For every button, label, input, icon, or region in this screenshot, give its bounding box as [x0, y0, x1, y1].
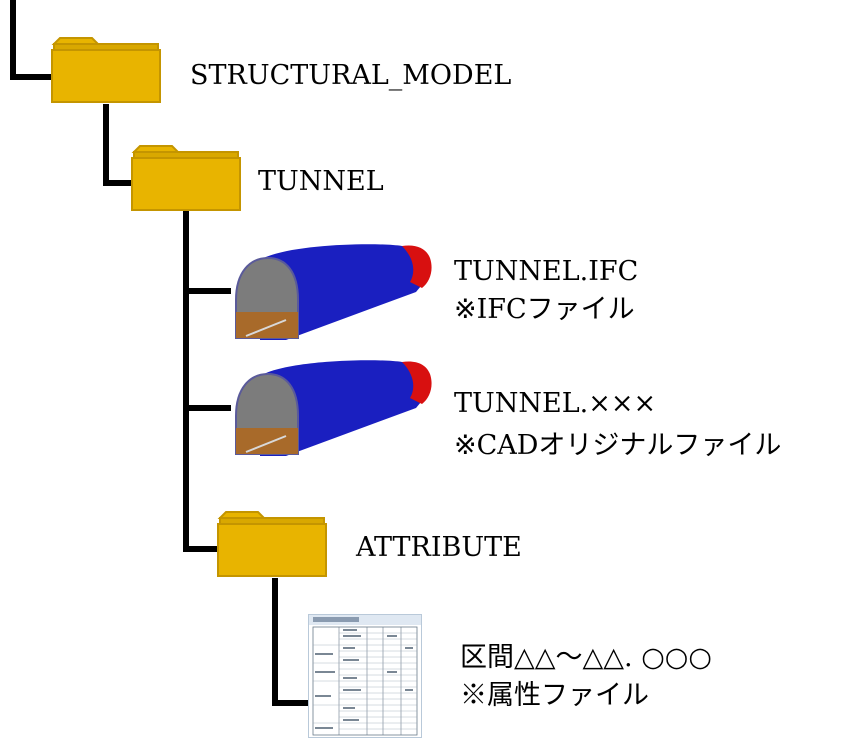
tree-connector: [10, 74, 54, 80]
tree-connector: [183, 288, 231, 294]
tree-connector: [183, 546, 219, 552]
attribute-folder-label: ATTRIBUTE: [356, 532, 522, 563]
tree-connector: [272, 700, 310, 706]
attribute-file-name: 区間△△～△△. ○○○: [460, 642, 712, 673]
subfolder-label: TUNNEL: [258, 166, 384, 197]
tunnel-model-icon[interactable]: [226, 238, 436, 348]
file-name: TUNNEL.×××: [454, 388, 657, 419]
folder-icon[interactable]: [50, 36, 162, 104]
tree-connector: [10, 0, 16, 80]
tree-connector: [103, 180, 133, 186]
tunnel-model-icon[interactable]: [226, 354, 436, 464]
file-note: ※IFCファイル: [454, 294, 635, 325]
folder-icon[interactable]: [130, 144, 242, 212]
file-name: TUNNEL.IFC: [454, 256, 639, 287]
folder-icon[interactable]: [216, 510, 328, 578]
tree-connector: [183, 405, 231, 411]
tree-connector: [103, 104, 109, 186]
file-note: ※CADオリジナルファイル: [454, 430, 782, 461]
attribute-file-note: ※属性ファイル: [460, 680, 649, 711]
tree-connector: [183, 210, 189, 552]
root-folder-label: STRUCTURAL_MODEL: [190, 60, 512, 91]
tree-connector: [272, 578, 278, 706]
spreadsheet-thumbnail-icon[interactable]: [308, 614, 422, 738]
